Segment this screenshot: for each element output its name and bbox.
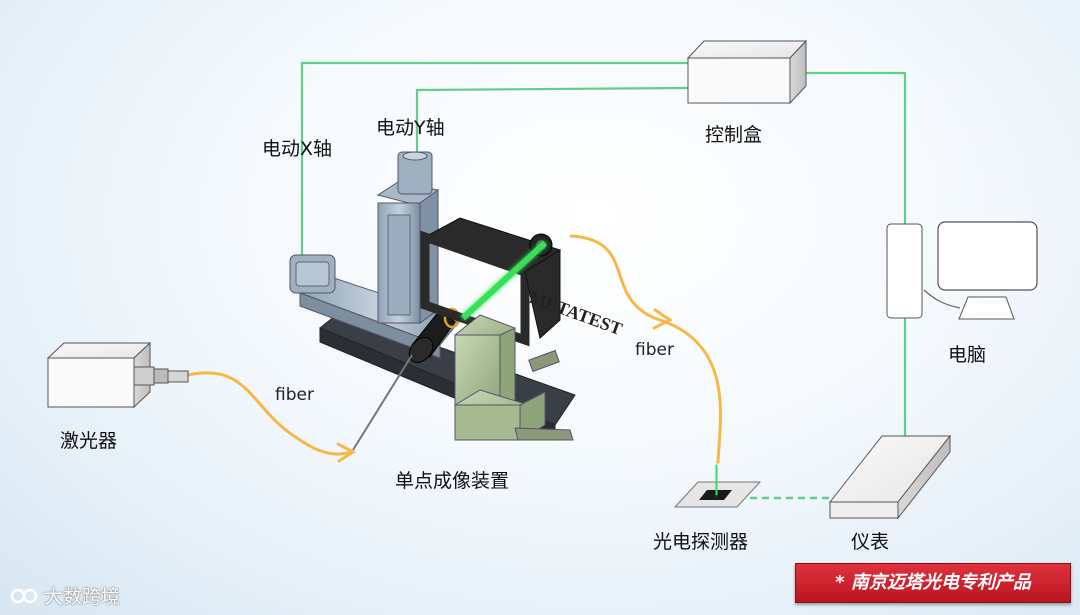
pc-monitor (937, 221, 1038, 291)
computer (886, 221, 1038, 320)
wire-x-axis-to-controller (300, 61, 688, 258)
pc-tower (886, 223, 923, 319)
watermark-logo-icon (10, 588, 38, 604)
watermark-text: 大数跨境 (44, 586, 121, 608)
fiber-device-to-detector (569, 234, 723, 464)
label-fiber-right: fiber (635, 340, 674, 360)
label-computer: 电脑 (948, 344, 987, 366)
label-controller: 控制盒 (705, 124, 763, 146)
control-wires (300, 61, 907, 500)
label-detector: 光电探测器 (653, 531, 749, 553)
patent-badge: * 南京迈塔光电专利产品 (795, 563, 1071, 603)
label-x-axis: 电动X轴 (262, 138, 333, 160)
label-fiber-left: fiber (275, 385, 314, 405)
fiber-left-arrowhead (336, 442, 356, 463)
label-imaging-device: 单点成像装置 (395, 470, 510, 492)
fiber-right-arrowhead (652, 308, 673, 330)
laser-box (46, 341, 189, 409)
photodetector (673, 464, 762, 508)
watermark: 大数跨境 (10, 582, 120, 609)
label-y-axis: 电动Y轴 (376, 117, 445, 139)
label-instrument: 仪表 (851, 531, 890, 553)
instrument-box (828, 434, 952, 520)
fiber-laser-to-device (186, 371, 354, 456)
label-laser: 激光器 (60, 430, 118, 452)
wire-y-axis-to-controller (415, 86, 689, 158)
laser-beam (460, 240, 548, 321)
fibers (186, 234, 723, 464)
pc-stand (958, 296, 1015, 320)
wire-controller-to-computer (805, 71, 907, 225)
imaging-device (289, 151, 576, 451)
controller-box (686, 39, 808, 105)
